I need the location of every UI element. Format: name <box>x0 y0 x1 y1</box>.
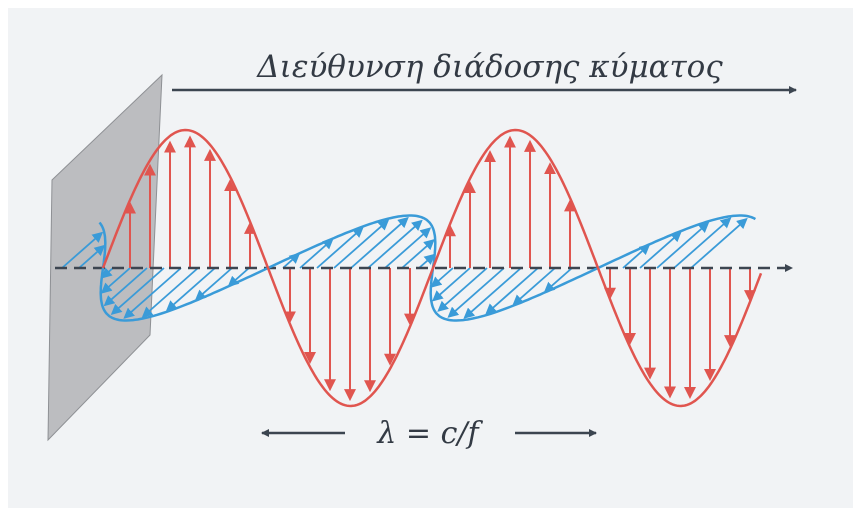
magnetic-field-vector <box>123 267 182 319</box>
magnetic-field-vector <box>418 253 436 269</box>
magnetic-field-vector <box>100 267 114 279</box>
magnetic-field-vectors <box>61 216 748 319</box>
magnetic-field-vector <box>430 267 454 288</box>
magnetic-field-vector <box>656 221 710 269</box>
magnetic-field-vector <box>463 267 522 319</box>
magnetic-field-vector <box>367 219 423 269</box>
magnetic-field-vector <box>282 252 301 269</box>
magnetic-field-vector <box>543 267 573 293</box>
magnetic-field-vector <box>165 267 216 312</box>
magnetic-field-vector <box>61 231 104 269</box>
magnetic-field-wave <box>98 214 757 322</box>
magnetic-field-vector <box>622 243 651 269</box>
electric-field-wave <box>101 128 763 408</box>
magnetic-field-vector <box>141 267 199 318</box>
magnetic-field-vector <box>384 227 432 269</box>
magnetic-field-vector <box>299 238 334 269</box>
magnetic-field-vector <box>512 267 556 306</box>
magnetic-field-vector <box>333 219 390 269</box>
magnetic-field-vector <box>110 267 165 315</box>
magnetic-field-vector <box>447 267 505 318</box>
propagation-direction-label: Διεύθυνση διάδοσης κύματος <box>256 49 723 85</box>
magnetic-field-vector <box>78 244 106 269</box>
magnetic-field-vector <box>194 267 233 301</box>
magnetic-field-vector <box>316 226 364 269</box>
electric-field-vectors <box>124 135 756 402</box>
magnetic-field-vector <box>100 267 131 294</box>
magnetic-field-vector <box>690 217 748 269</box>
magnetic-field-vector <box>432 267 471 302</box>
magnetic-field-vector <box>485 267 539 315</box>
magnetic-field-vector <box>401 239 435 269</box>
magnetic-field-vector <box>227 267 250 287</box>
magnetic-field-vector <box>639 231 682 269</box>
magnetic-field-vector <box>350 216 409 269</box>
magnetic-field-vector <box>103 267 148 307</box>
magnetic-field-vector <box>437 267 488 312</box>
magnetic-field-vector <box>673 217 732 269</box>
wavelength-label: λ = c/f <box>376 416 483 451</box>
